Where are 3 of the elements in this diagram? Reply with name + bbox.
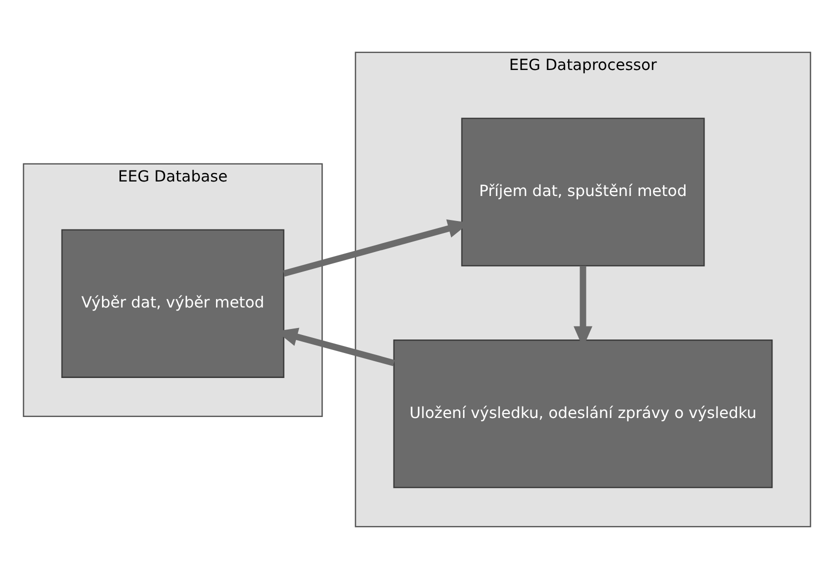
- node-box: Uložení výsledku, odeslání zprávy o výsledku: [393, 340, 773, 488]
- node-box: Příjem dat, spuštění metod: [461, 118, 705, 266]
- node-box: Výběr dat, výběr metod: [61, 229, 284, 378]
